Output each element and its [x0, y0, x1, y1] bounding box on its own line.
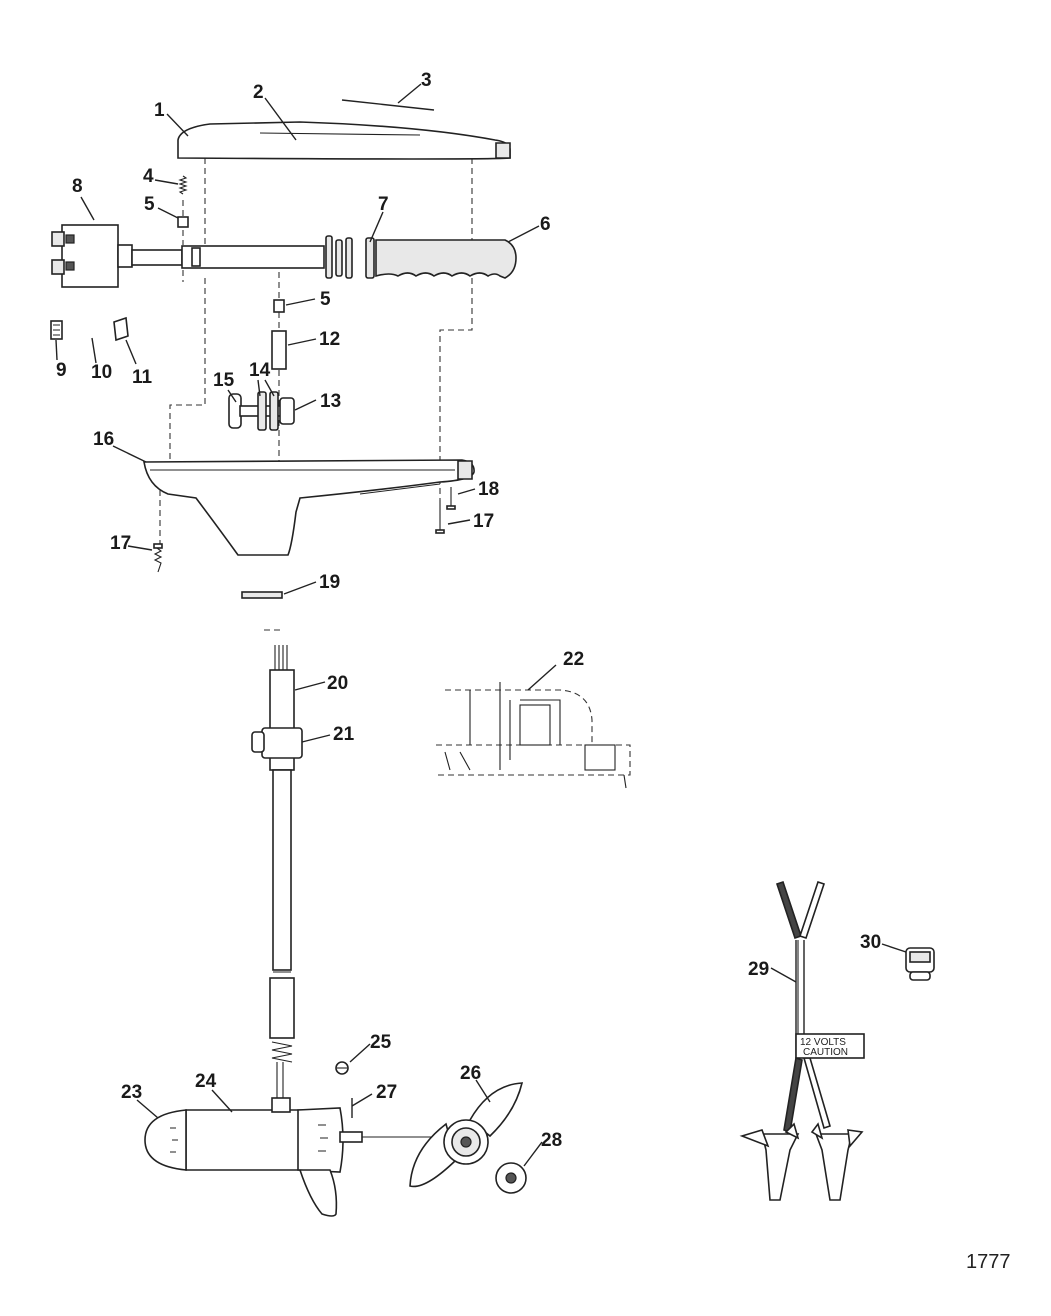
battery-clip-left [739, 1122, 800, 1201]
callout-3: 3 [421, 70, 432, 91]
callout-25: 25 [370, 1032, 392, 1053]
leader-lines [55, 83, 907, 1167]
callout-18: 18 [478, 479, 499, 500]
callout-14: 14 [249, 360, 271, 381]
callout-6: 6 [540, 214, 551, 235]
connector-cap [905, 947, 935, 981]
bushing-lower [273, 299, 285, 313]
callout-13: 13 [320, 391, 341, 412]
callout-9: 9 [56, 360, 67, 381]
assembly-dashed-lines [159, 158, 473, 631]
screw-right-short [446, 487, 456, 510]
callout-22: 22 [563, 649, 584, 670]
propeller [409, 1082, 524, 1188]
callout-8: 8 [72, 176, 83, 197]
tiller-grip [375, 239, 517, 279]
lower-housing [143, 459, 475, 556]
pad [241, 591, 283, 599]
callout-7: 7 [378, 194, 389, 215]
motor-shaft [269, 645, 295, 1098]
nut-plate [113, 316, 129, 342]
callout-1: 1 [154, 100, 165, 121]
callout-4: 4 [143, 166, 154, 187]
callout-28: 28 [541, 1130, 562, 1151]
decal-strip [341, 99, 435, 111]
callout-15: 15 [213, 370, 235, 391]
callout-12: 12 [319, 329, 340, 350]
caution-tag-line2: CAUTION [803, 1047, 848, 1058]
caution-tag [795, 1033, 865, 1059]
switch-housing [51, 224, 133, 288]
callout-27: 27 [376, 1082, 397, 1103]
callout-26: 26 [460, 1063, 481, 1084]
callout-17-right: 17 [473, 511, 494, 532]
mounting-bracket [436, 682, 631, 789]
callout-16: 16 [93, 429, 114, 450]
bolt-assembly [228, 391, 295, 431]
thrust-washer [335, 1061, 349, 1075]
decal-small [50, 320, 63, 340]
callout-19: 19 [319, 572, 340, 593]
callout-5-upper: 5 [144, 194, 155, 215]
motor-housing [144, 1097, 455, 1217]
callout-23: 23 [121, 1082, 142, 1103]
screw-left [153, 543, 163, 573]
callout-5-lower: 5 [320, 289, 331, 310]
callout-24: 24 [195, 1071, 217, 1092]
callout-17-left: 17 [110, 533, 131, 554]
callout-10: 10 [91, 362, 112, 383]
collar [251, 727, 303, 759]
callout-11: 11 [132, 367, 153, 388]
top-cover [177, 121, 511, 160]
callout-21: 21 [333, 724, 355, 745]
caution-tag-line1: 12 VOLTS [800, 1037, 846, 1048]
spring [178, 175, 188, 195]
spacer-tube [271, 330, 287, 370]
callout-numbers: 1 2 3 4 5 8 7 6 5 12 9 10 11 15 14 13 16… [56, 70, 881, 1151]
callout-29: 29 [748, 959, 769, 980]
callout-20: 20 [327, 673, 348, 694]
callout-2: 2 [253, 82, 264, 103]
screw-right-long [435, 500, 445, 534]
prop-nut [495, 1162, 527, 1194]
bushing-upper [177, 216, 189, 228]
battery-cable [775, 880, 831, 1134]
figure-number: 1777 [966, 1251, 1011, 1273]
o-rings [325, 235, 375, 279]
callout-30: 30 [860, 932, 881, 953]
battery-clip-right [810, 1122, 864, 1201]
tiller-shaft [131, 245, 325, 269]
